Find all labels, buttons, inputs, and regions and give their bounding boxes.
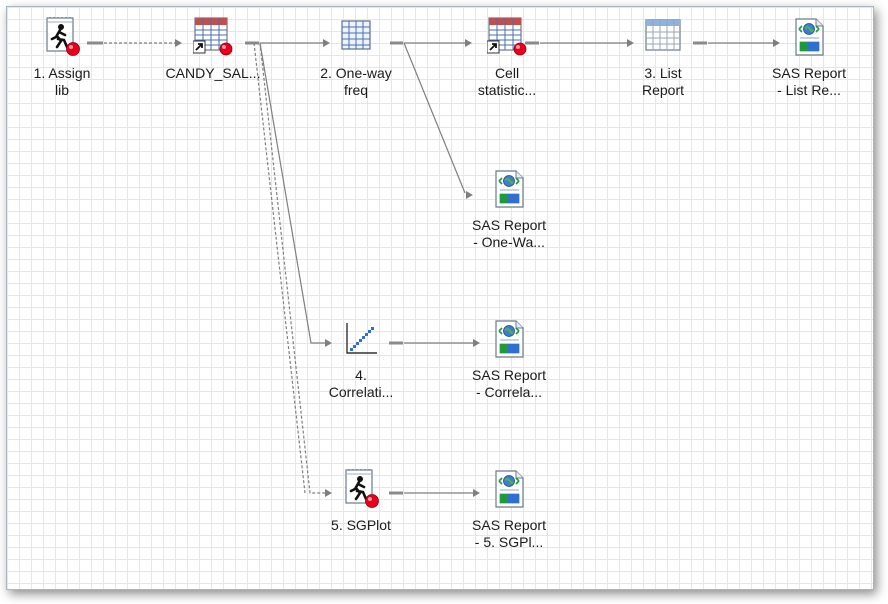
node-list-report[interactable]: 3. List Report	[608, 17, 718, 99]
node-label: 2. One-way freq	[320, 65, 392, 98]
connector-candy-to-corr	[259, 42, 325, 344]
flow-connectors	[87, 39, 780, 497]
node-report-one-way[interactable]: SAS Report - One-Wa...	[454, 169, 564, 251]
arrow-head	[773, 39, 780, 47]
node-one-way-freq[interactable]: 2. One-way freq	[301, 17, 411, 99]
arrow-head	[325, 339, 332, 347]
node-label: SAS Report - One-Wa...	[472, 217, 546, 250]
node-label: SAS Report - Correla...	[472, 367, 546, 400]
node-candy-sales[interactable]: CANDY_SAL...	[158, 17, 268, 82]
node-label: 1. Assign lib	[33, 65, 91, 98]
node-assign-lib[interactable]: 1. Assign lib	[7, 17, 117, 99]
node-label: SAS Report - 5. SGPl...	[472, 517, 546, 550]
node-report-correlation[interactable]: SAS Report - Correla...	[454, 319, 564, 401]
sas-report-icon	[495, 470, 524, 508]
node-label: Cell statistic...	[477, 65, 537, 98]
node-label: CANDY_SAL...	[165, 65, 261, 81]
node-report-sgplot[interactable]: SAS Report - 5. SGPl...	[454, 469, 564, 551]
arrow-head	[175, 39, 182, 47]
node-cell-statistics[interactable]: Cell statistic...	[452, 17, 562, 99]
program-node-icon	[45, 17, 81, 57]
connector-freq-to-oneway-report	[403, 42, 466, 194]
data-table-shortcut-icon	[487, 17, 527, 56]
arrow-head	[323, 39, 330, 47]
process-flow-canvas[interactable]: 1. Assign lib CANDY_SAL... 2. One-way fr…	[6, 6, 874, 590]
node-label: 5. SGPlot	[331, 517, 391, 533]
node-correlation[interactable]: 4. Correlati...	[306, 319, 416, 401]
node-sgplot[interactable]: 5. SGPlot	[306, 469, 416, 534]
arrow-head	[325, 489, 332, 497]
connector-candy-to-sgplot	[259, 42, 325, 494]
arrow-head	[473, 489, 480, 497]
arrow-head	[466, 191, 473, 199]
node-label: SAS Report - List Re...	[772, 65, 846, 98]
program-node-icon	[344, 469, 380, 509]
node-label: 4. Correlati...	[328, 367, 394, 400]
connector-candy-to-sgplot-b	[253, 42, 306, 494]
sas-report-icon	[795, 18, 824, 56]
one-way-frequency-task-icon	[341, 20, 371, 50]
sas-report-icon	[495, 320, 524, 358]
data-table-shortcut-icon	[193, 17, 233, 56]
arrow-head	[473, 339, 480, 347]
list-data-task-icon	[645, 19, 681, 51]
node-label: 3. List Report	[641, 65, 685, 98]
correlation-task-icon	[346, 322, 378, 354]
arrow-head	[465, 39, 472, 47]
arrow-head	[627, 39, 634, 47]
node-report-list[interactable]: SAS Report - List Re...	[754, 17, 864, 99]
sas-report-icon	[495, 170, 524, 208]
